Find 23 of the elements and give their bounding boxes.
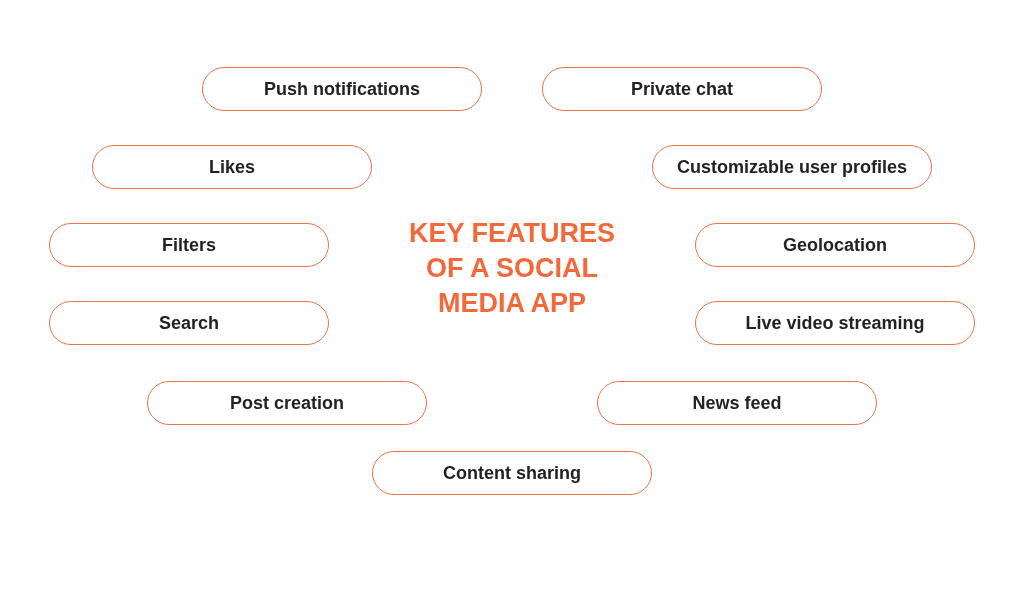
feature-label: Geolocation (783, 234, 887, 256)
feature-pill (695, 301, 975, 345)
feature-label: Likes (209, 156, 255, 178)
feature-pill (202, 67, 482, 111)
feature-pill (92, 145, 372, 189)
feature-label: Live video streaming (745, 312, 925, 334)
feature-label: Push notifications (264, 78, 420, 100)
feature-pill (372, 451, 652, 495)
feature-label: Content sharing (443, 462, 581, 484)
feature-pill (49, 223, 329, 267)
feature-label: Post creation (230, 392, 344, 414)
feature-label: Customizable user profiles (676, 156, 908, 178)
feature-pill (49, 301, 329, 345)
feature-label: News feed (692, 392, 782, 414)
feature-label: Filters (162, 234, 216, 256)
feature-label: Search (158, 312, 219, 334)
feature-pill (542, 67, 822, 111)
feature-pill (652, 145, 932, 189)
feature-pill (597, 381, 877, 425)
diagram-title: KEY FEATURES OF A SOCIAL MEDIA APP (407, 217, 616, 320)
feature-label: Private chat (630, 78, 734, 100)
feature-pill (695, 223, 975, 267)
feature-pill (147, 381, 427, 425)
